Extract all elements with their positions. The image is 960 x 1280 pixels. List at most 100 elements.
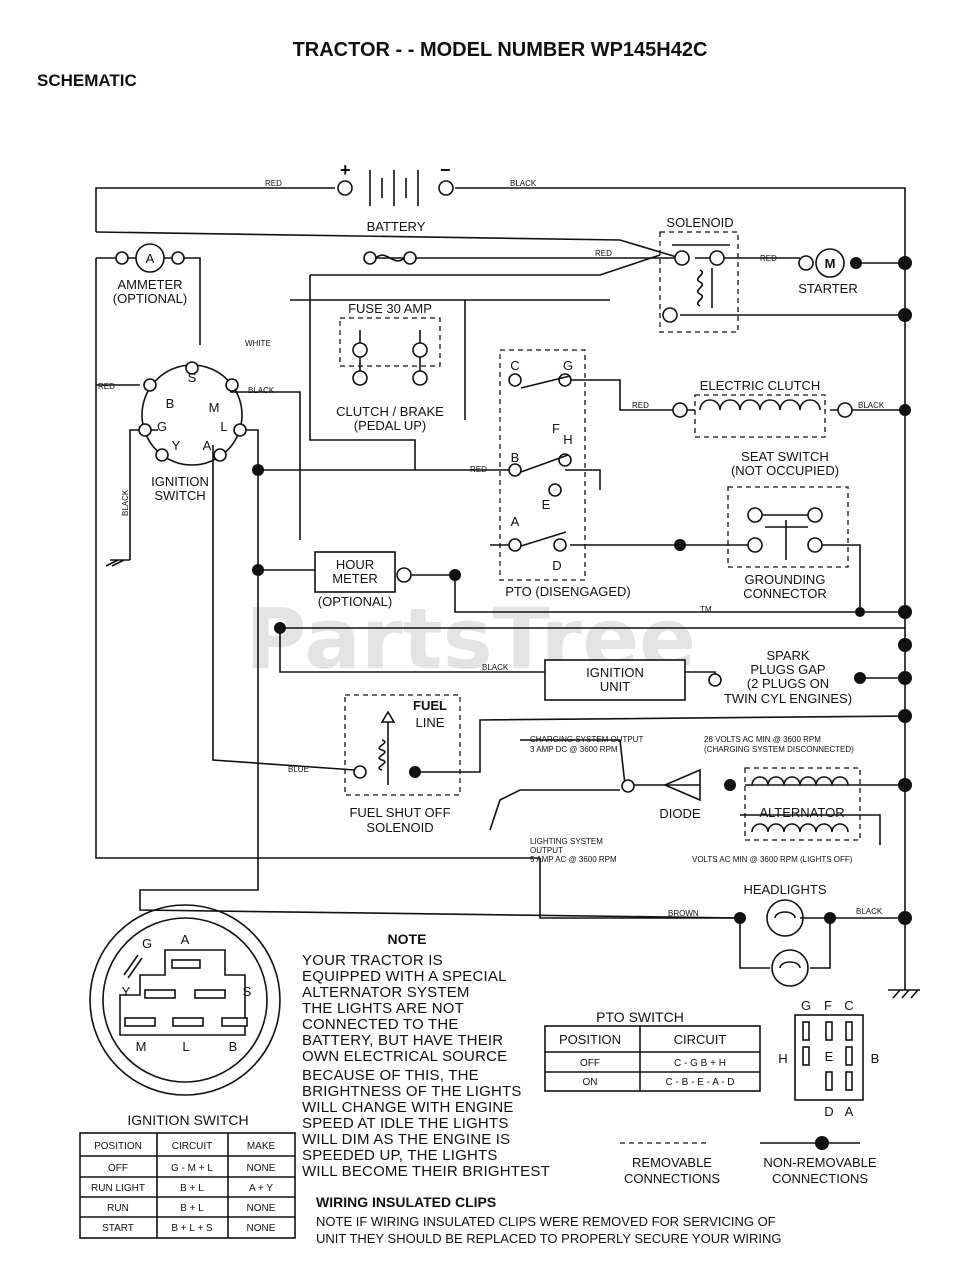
ign-table-cell: RUN: [107, 1203, 129, 1214]
inset-terminal-b: B: [229, 1039, 238, 1054]
clips-line: NOTE IF WIRING INSULATED CLIPS WERE REMO…: [316, 1214, 776, 1229]
ign-table-cell: NONE: [247, 1203, 276, 1214]
pto-face-letter-f: F: [824, 998, 832, 1013]
wire-label-black: BLACK: [856, 907, 883, 916]
diode-label: DIODE: [659, 806, 701, 821]
page-title: TRACTOR - - MODEL NUMBER WP145H42C: [293, 39, 708, 61]
ign-terminal-y: Y: [172, 438, 181, 453]
pto-terminal-h: H: [563, 432, 572, 447]
note-heading: NOTE: [388, 931, 427, 947]
ign-terminal-l: L: [220, 419, 227, 434]
wire-label-black: BLACK: [121, 489, 130, 516]
ammeter-label: AMMETER: [118, 277, 183, 292]
grounding-connector-label: GROUNDING: [745, 572, 826, 587]
inline-fuse: [363, 251, 417, 265]
section-label: SCHEMATIC: [37, 71, 137, 90]
ign-table-cell: OFF: [108, 1163, 128, 1174]
inset-terminal-l: L: [182, 1039, 189, 1054]
pto-table-title: PTO SWITCH: [596, 1009, 684, 1025]
inset-terminal-g: G: [142, 936, 152, 951]
wire-label-red: RED: [98, 382, 115, 391]
battery-minus: −: [440, 160, 451, 180]
ignition-switch-inset: G A Y S M L B IGNITION SWITCH: [89, 904, 281, 1128]
pto-table-header-circuit: CIRCUIT: [674, 1032, 727, 1047]
pto-face-letter-a: A: [845, 1104, 854, 1119]
fuel-line-label: LINE: [416, 715, 445, 730]
note-line: CONNECTED TO THE: [302, 1016, 459, 1033]
note-line: THE LIGHTS ARE NOT: [302, 1000, 464, 1017]
pto-face-letter-g: G: [801, 998, 811, 1013]
ign-table-cell: NONE: [247, 1163, 276, 1174]
wire-label-black: BLACK: [858, 401, 885, 410]
ammeter: A AMMETER (OPTIONAL): [113, 243, 187, 306]
wire-label-red: RED: [470, 465, 487, 474]
headlights: HEADLIGHTS: [734, 882, 836, 987]
pto-table-cell: ON: [583, 1077, 598, 1088]
junction-dots: [252, 256, 912, 925]
lighting-output-value: 5 AMP AC @ 3600 RPM: [530, 855, 617, 864]
hour-meter: HOUR METER (OPTIONAL): [314, 551, 412, 609]
inset-terminal-s: S: [243, 984, 252, 999]
ign-terminal-m: M: [209, 400, 220, 415]
clutch-brake-sub: (PEDAL UP): [354, 418, 426, 433]
ignition-table-title: IGNITION SWITCH: [127, 1112, 248, 1128]
note-line: WILL BECOME THEIR BRIGHTEST: [302, 1163, 550, 1180]
clutch-brake-label: CLUTCH / BRAKE: [336, 404, 444, 419]
wire-label-black: BLACK: [482, 663, 509, 672]
pto-terminal-g: G: [563, 358, 573, 373]
ignition-switch-table: POSITION CIRCUIT MAKE OFF G - M + L NONE…: [79, 1132, 296, 1239]
pto-face-letter-b: B: [871, 1051, 880, 1066]
fuel-solenoid-sub: SOLENOID: [366, 820, 433, 835]
ign-terminal-a: A: [203, 438, 212, 453]
legend-non-removable: NON-REMOVABLE: [763, 1155, 876, 1170]
pto-switch: C G F H B E A D PTO (DISENGAGED): [499, 349, 631, 599]
ignition-switch: S B M G L Y A IGNITION SWITCH: [138, 361, 247, 503]
pto-terminal-d: D: [552, 558, 561, 573]
wire-label-red: RED: [760, 254, 777, 263]
note-line: OWN ELECTRICAL SOURCE: [302, 1048, 507, 1065]
ign-terminal-g: G: [157, 419, 167, 434]
hour-meter-label: HOUR: [336, 557, 374, 572]
wire-label-blue: BLUE: [288, 765, 309, 774]
pto-terminal-f: F: [552, 421, 560, 436]
pto-table-header-position: POSITION: [559, 1032, 621, 1047]
connection-legend: REMOVABLE CONNECTIONS NON-REMOVABLE CONN…: [620, 1136, 877, 1186]
inset-terminal-a: A: [181, 932, 190, 947]
ign-table-cell: B + L: [180, 1203, 204, 1214]
ign-table-header-make: MAKE: [247, 1141, 276, 1152]
ign-table-cell: B + L: [180, 1183, 204, 1194]
clutch-brake-switch: CLUTCH / BRAKE (PEDAL UP): [336, 370, 444, 433]
spark-plugs-gap: PLUGS GAP: [750, 662, 825, 677]
wire-label-black: BLACK: [248, 386, 275, 395]
lights-ac-label: VOLTS AC MIN @ 3600 RPM (LIGHTS OFF): [692, 855, 853, 864]
seat-switch: SEAT SWITCH (NOT OCCUPIED): [727, 449, 849, 568]
legend-removable: REMOVABLE: [632, 1155, 712, 1170]
ign-table-header-position: POSITION: [94, 1141, 142, 1152]
solenoid-label: SOLENOID: [666, 215, 733, 230]
wire-label-black: BLACK: [510, 179, 537, 188]
inset-terminal-y: Y: [122, 984, 131, 999]
ign-terminal-s: S: [188, 370, 197, 385]
watermark-tm: TM: [700, 605, 712, 614]
pto-face-letter-h: H: [778, 1051, 787, 1066]
note-line: BECAUSE OF THIS, THE: [302, 1067, 479, 1084]
seat-switch-sub: (NOT OCCUPIED): [731, 463, 839, 478]
ign-terminal-b: B: [166, 396, 175, 411]
note-line: SPEED AT IDLE THE LIGHTS: [302, 1115, 509, 1132]
wire-label-red: RED: [595, 249, 612, 258]
ignition-unit: IGNITION UNIT: [544, 659, 686, 701]
pto-table-cell: C - G B + H: [674, 1058, 726, 1069]
ignition-switch-sub: SWITCH: [154, 488, 205, 503]
charging-output-label: CHARGING SYSTEM OUTPUT: [530, 735, 643, 744]
clips-line: UNIT THEY SHOULD BE REPLACED TO PROPERLY…: [316, 1231, 781, 1246]
spark-plugs: SPARK PLUGS GAP (2 PLUGS ON TWIN CYL ENG…: [708, 648, 866, 706]
grounding-connector: GROUNDING CONNECTOR: [743, 572, 827, 601]
pto-terminal-b: B: [511, 450, 520, 465]
spark-plugs-label: SPARK: [766, 648, 809, 663]
battery-label: BATTERY: [367, 219, 426, 234]
electric-clutch-label: ELECTRIC CLUTCH: [700, 378, 821, 393]
pto-connector-face: G F C H B E D A: [778, 998, 879, 1119]
ign-table-header-circuit: CIRCUIT: [172, 1141, 213, 1152]
ignition-unit-sub: UNIT: [600, 679, 630, 694]
